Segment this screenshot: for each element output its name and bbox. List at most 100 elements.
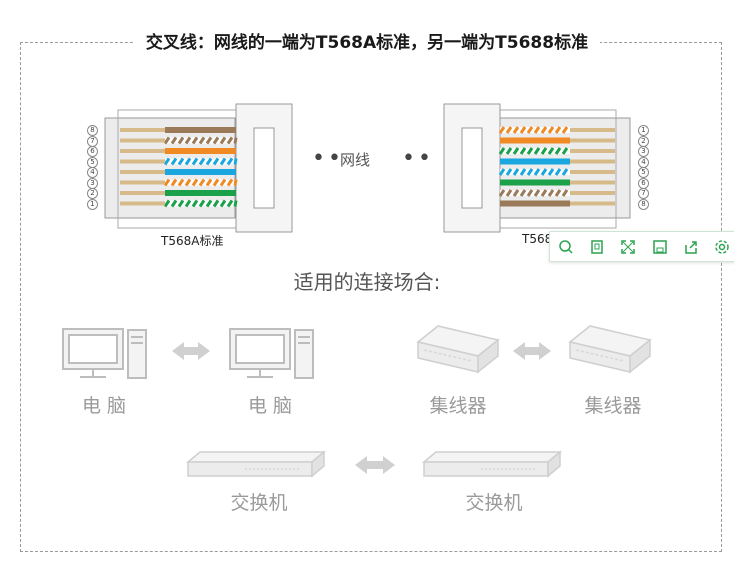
wire	[500, 137, 570, 144]
wire-stripe	[191, 157, 199, 166]
wire-stripe	[547, 147, 555, 155]
wire-stripe	[170, 178, 178, 187]
wire-stripe	[212, 178, 220, 187]
arrow-pc	[172, 342, 210, 360]
pin-lead	[570, 159, 615, 164]
wire-stripe	[505, 147, 513, 155]
wire-stripe	[547, 126, 555, 134]
wire	[500, 127, 570, 133]
wire-stripe	[512, 147, 520, 155]
wire-stripe	[519, 147, 527, 155]
wire-stripe	[233, 158, 238, 165]
wire-stripe	[498, 147, 506, 155]
wire-stripe	[226, 178, 234, 187]
pin-number: 8	[638, 198, 649, 210]
wire-stripe	[540, 126, 548, 134]
pin-lead	[120, 180, 165, 185]
wire-stripe	[554, 126, 562, 134]
wire-stripe	[561, 147, 569, 155]
wire-stripe	[519, 126, 527, 134]
switch-right-label: 交换机	[465, 492, 523, 514]
save-button[interactable]	[644, 232, 675, 261]
pin-lead	[120, 159, 165, 164]
settings-icon	[715, 239, 730, 254]
wire-stripe	[505, 126, 513, 134]
wire-stripe	[184, 178, 192, 187]
wire-stripe	[184, 157, 192, 166]
wire-stripe	[170, 157, 178, 166]
wire-stripe	[533, 189, 541, 197]
pin-lead	[570, 191, 615, 195]
wire	[165, 127, 236, 133]
wire-stripe	[219, 178, 227, 187]
wire-stripe	[205, 136, 213, 145]
wire-stripe	[512, 168, 520, 176]
pc-left-label: 电 脑	[81, 395, 127, 417]
hub-right-label: 集线器	[584, 395, 642, 417]
wire-stripe	[561, 168, 569, 176]
pc-right-label: 电 脑	[247, 395, 293, 417]
pin-lead	[120, 149, 165, 153]
wire-stripe	[540, 147, 548, 155]
wire-stripe	[184, 136, 192, 145]
pin-lead	[120, 128, 165, 132]
wire-stripe	[512, 126, 520, 134]
wire-stripe	[163, 178, 171, 187]
pc-right-icon	[229, 328, 314, 379]
wire-stripe	[526, 168, 534, 176]
wire-stripe	[233, 179, 238, 186]
page-button[interactable]	[581, 232, 612, 261]
wire	[165, 190, 236, 196]
wire-stripe	[170, 136, 178, 145]
switch-left-icon	[185, 450, 327, 478]
pin-lead	[120, 201, 165, 206]
switch-right-icon	[421, 450, 563, 478]
wire-stripe	[554, 147, 562, 155]
share-button[interactable]	[675, 232, 706, 261]
page-icon	[591, 239, 603, 254]
wire-stripe	[512, 189, 520, 197]
cable-label: 网线	[340, 151, 371, 169]
pin-lead	[120, 170, 165, 174]
wire	[165, 169, 236, 175]
pin-lead	[570, 201, 615, 206]
wire-stripe	[526, 189, 534, 197]
wire-stripe	[205, 157, 213, 166]
wire	[500, 190, 570, 196]
floating-toolbar	[549, 231, 734, 262]
pin-lead	[570, 149, 615, 153]
wire-stripe	[554, 168, 562, 176]
wire-stripe	[177, 178, 185, 187]
settings-button[interactable]	[707, 232, 734, 261]
pin-lead	[120, 191, 165, 195]
wire-stripe	[212, 136, 220, 145]
search-zoom-icon	[558, 239, 573, 254]
left-connector	[104, 103, 293, 233]
wire	[500, 148, 570, 154]
save-icon	[652, 239, 667, 254]
wire-stripe	[561, 189, 569, 197]
wire	[500, 169, 570, 175]
wire-stripe	[191, 136, 199, 145]
wire	[500, 179, 570, 186]
dots-left: ••	[312, 146, 344, 171]
hub-left-icon	[416, 325, 500, 374]
fullscreen-button[interactable]	[613, 232, 644, 261]
wire-stripe	[198, 136, 206, 145]
wire-stripe	[533, 168, 541, 176]
wire-stripe	[212, 157, 220, 166]
search-zoom-button[interactable]	[550, 232, 581, 261]
pc-left-icon	[62, 328, 147, 379]
wire-stripe	[533, 126, 541, 134]
wire-stripe	[554, 189, 562, 197]
wire-stripe	[184, 199, 192, 208]
wire-stripe	[547, 168, 555, 176]
wire-stripe	[177, 157, 185, 166]
wire-stripe	[191, 178, 199, 187]
pin-number: 1	[87, 198, 98, 210]
wire-stripe	[198, 157, 206, 166]
wire-stripe	[561, 126, 569, 134]
wire-stripe	[233, 200, 238, 207]
